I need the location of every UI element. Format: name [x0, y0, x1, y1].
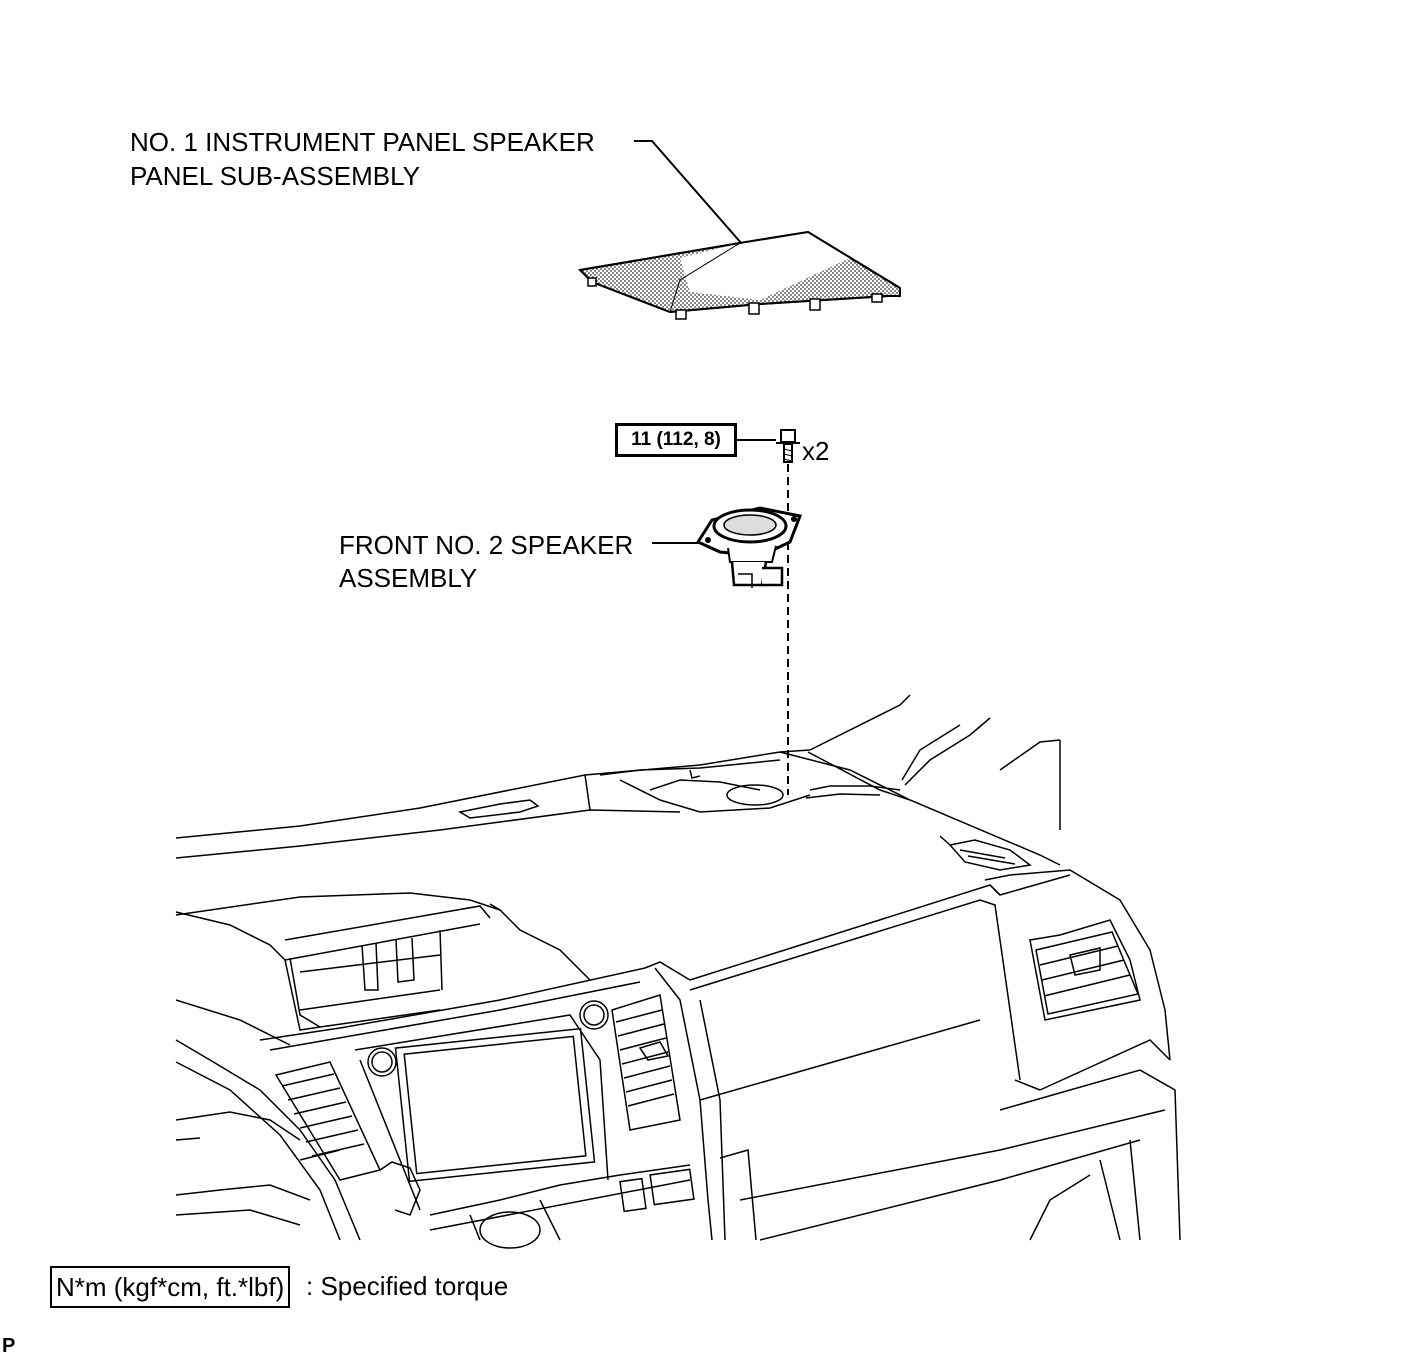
- torque-spec-box: 11 (112, 8): [615, 423, 737, 457]
- corner-mark: P: [2, 1335, 16, 1357]
- bolt-quantity: x2: [802, 436, 830, 466]
- bolt-icon: [776, 429, 800, 463]
- panel-leader-line: [634, 140, 743, 245]
- instrument-panel-drawing: [175, 694, 1181, 1249]
- speaker-label-line1: FRONT NO. 2 SPEAKER: [339, 530, 634, 560]
- panel-label-line1: NO. 1 INSTRUMENT PANEL SPEAKER: [130, 127, 595, 157]
- legend-unit-box: N*m (kgf*cm, ft.*lbf): [50, 1266, 291, 1308]
- speaker-assembly: [695, 506, 803, 588]
- legend-description: : Specified torque: [306, 1271, 509, 1301]
- speaker-panel-cover: [577, 230, 901, 320]
- speaker-label-line2: ASSEMBLY: [339, 563, 478, 593]
- panel-label-line2: PANEL SUB-ASSEMBLY: [130, 161, 420, 191]
